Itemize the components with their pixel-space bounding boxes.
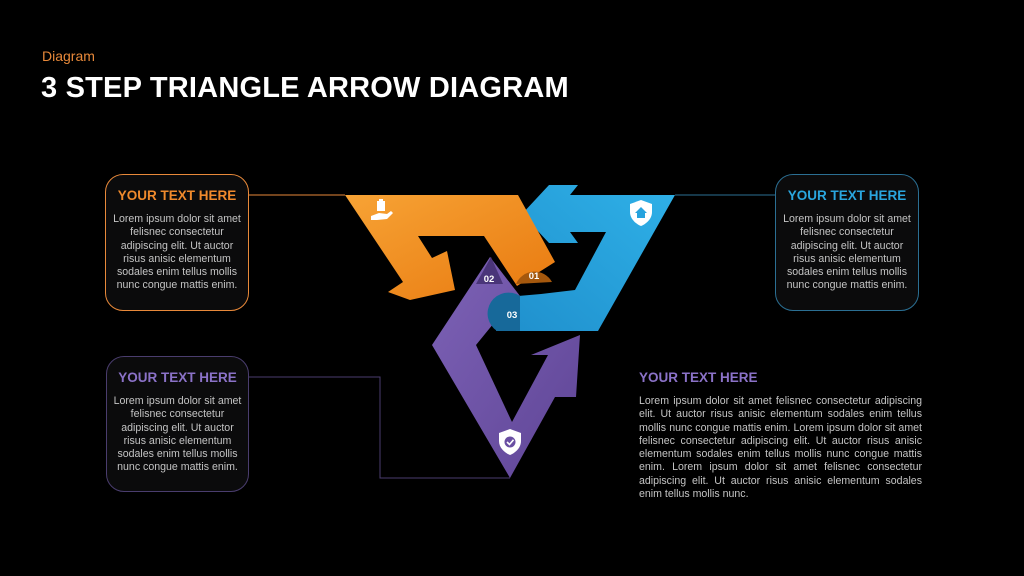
step-number-01: 01 — [529, 271, 540, 282]
shield-check-icon — [499, 429, 521, 455]
card-body: Lorem ipsum dolor sit amet felisnec cons… — [113, 395, 242, 474]
arrow-step-02 — [432, 257, 580, 478]
description-paragraph: YOUR TEXT HERE Lorem ipsum dolor sit ame… — [639, 370, 922, 501]
paragraph-heading: YOUR TEXT HERE — [639, 370, 758, 385]
step-number-03: 03 — [507, 310, 518, 321]
card-body: Lorem ipsum dolor sit amet felisnec cons… — [113, 213, 241, 292]
shield-home-icon — [630, 200, 652, 226]
arrow-step-01 — [345, 195, 555, 300]
text-card-orange: YOUR TEXT HERE Lorem ipsum dolor sit ame… — [105, 174, 249, 311]
eyebrow-label: Diagram — [42, 48, 95, 64]
step-marker-01: 01 — [516, 271, 552, 284]
arrow-step-03 — [496, 185, 675, 331]
hand-holding-box-icon — [371, 199, 393, 220]
step-number-02: 02 — [484, 274, 495, 285]
page-title: 3 STEP TRIANGLE ARROW DIAGRAM — [41, 72, 569, 104]
step-marker-02: 02 — [476, 257, 503, 285]
connector-line-purple — [249, 376, 510, 479]
card-heading: YOUR TEXT HERE — [787, 188, 907, 203]
paragraph-body: Lorem ipsum dolor sit amet felisnec cons… — [639, 395, 922, 501]
card-heading: YOUR TEXT HERE — [117, 188, 237, 203]
card-body: Lorem ipsum dolor sit amet felisnec cons… — [783, 213, 911, 292]
text-card-blue: YOUR TEXT HERE Lorem ipsum dolor sit ame… — [775, 174, 919, 311]
step-marker-03: 03 — [487, 292, 520, 331]
text-card-purple: YOUR TEXT HERE Lorem ipsum dolor sit ame… — [106, 356, 249, 492]
card-heading: YOUR TEXT HERE — [118, 370, 237, 385]
